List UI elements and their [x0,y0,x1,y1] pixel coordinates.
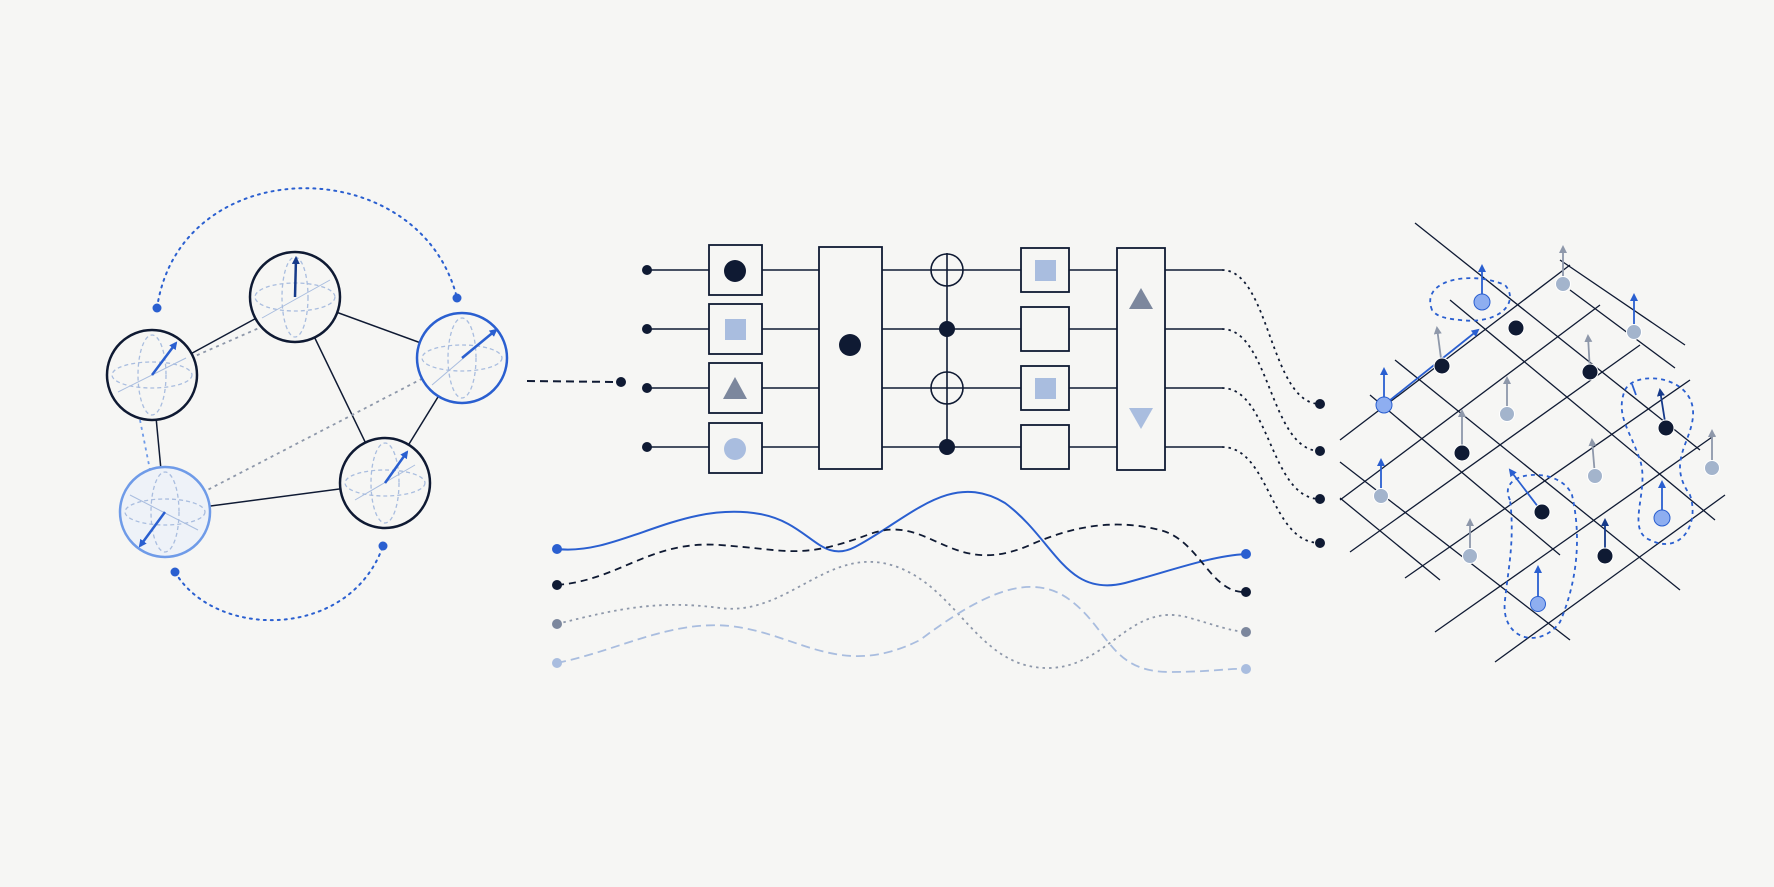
gate-icon [1020,247,1070,293]
gate-square-symbol [1035,260,1056,281]
gate-column-2 [818,246,883,470]
arc-endpoint [378,541,388,551]
control-dot-icon [939,321,955,337]
arc-endpoint [170,567,180,577]
gate-circle-symbol [724,260,746,282]
bloch-sphere-icon [118,465,212,559]
lattice-node [1596,547,1614,565]
lattice-node [1626,324,1642,340]
gate-triangle-down-symbol [1129,408,1153,429]
gate-column-4 [1020,247,1070,470]
waveform-gray-dotted [556,561,1247,669]
bloch-sphere-icon [105,328,199,422]
cnot-target-icon [930,253,964,287]
lattice-node [1530,596,1546,612]
lattice-node [1581,363,1599,381]
waveform-pale-dashed [556,586,1247,673]
circuit-output-curves [1221,269,1321,544]
output-dots [1315,399,1325,548]
lattice-node [1704,460,1720,476]
lattice-node [1555,276,1571,292]
gate-icon [1020,424,1070,470]
multi-gate-dot [839,334,861,356]
bloch-sphere-icon [338,436,432,530]
arc-endpoint [152,303,162,313]
lattice-node [1657,419,1675,437]
gate-circle-pale-symbol [724,438,746,460]
lattice-node [1453,444,1471,462]
qubit-network [105,187,509,622]
lattice-nodes [1373,276,1720,612]
gate-triangle-symbol [723,377,747,399]
spin-arrow-icon [1631,383,1637,396]
quantum-circuit [642,244,1325,548]
spin-arrow-icon [1508,468,1543,513]
cnot-target-icon [930,371,964,405]
top-dotted-arc [156,187,458,309]
gate-square-symbol [1035,378,1056,399]
gate-square-symbol [725,319,746,340]
multi-qubit-gate [1116,247,1166,471]
lattice-node [1507,319,1525,337]
bloch-sphere-icon [248,250,342,344]
lattice-node [1373,488,1389,504]
gate-column-3 [930,253,964,455]
gate-triangle-up-symbol [1129,288,1153,309]
lattice-node [1533,503,1551,521]
wire-start-dots [642,265,652,452]
lattice-node [1587,468,1603,484]
bloch-sphere-icon [415,311,509,405]
lattice-node [1473,293,1491,311]
spin-lattice [1339,222,1726,663]
waveform-dark-dashed [556,523,1247,593]
gate-column-1 [708,244,763,474]
network-edge-dotted [139,419,151,471]
arc-endpoint [452,293,462,303]
lattice-node [1499,406,1515,422]
lattice-node [1375,396,1393,414]
control-dot-icon [939,439,955,455]
lattice-node [1653,509,1671,527]
bottom-dotted-arc [174,545,384,622]
waveform-blue-solid [556,490,1247,587]
gate-icon [1020,306,1070,352]
lattice-node [1433,357,1451,375]
gate-column-5 [1116,247,1166,471]
lattice-loops [1429,277,1694,639]
waveforms [552,490,1251,674]
multi-qubit-gate [818,246,883,470]
lattice-grid [1339,222,1726,663]
spin-arrow-icon [1383,328,1480,406]
network-to-circuit-connector [526,377,626,387]
lattice-node [1462,548,1478,564]
